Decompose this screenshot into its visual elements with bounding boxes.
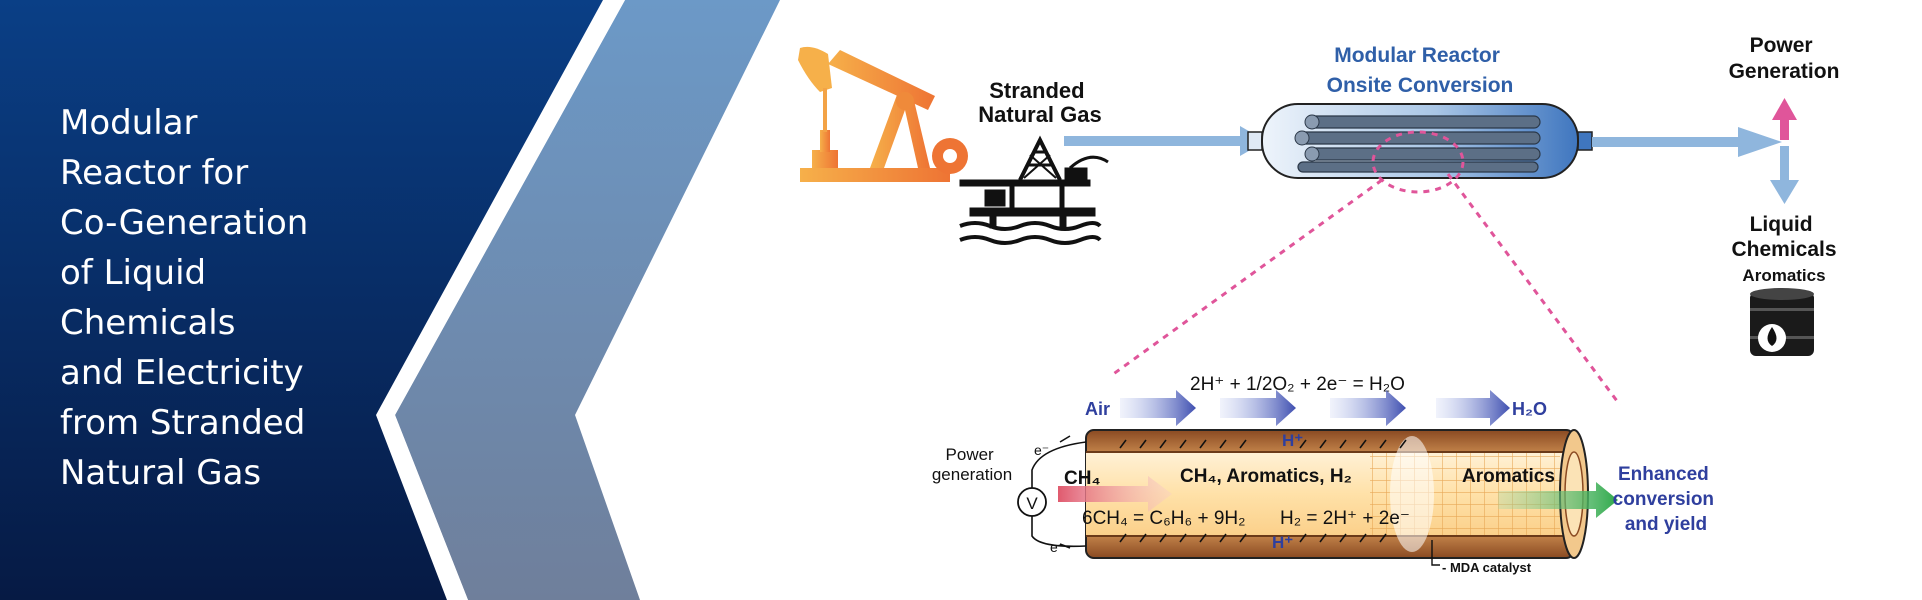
- aromatics-label: Aromatics: [1742, 266, 1825, 285]
- aromatics-out-label: Aromatics: [1462, 466, 1555, 487]
- hydrogen-reaction: H₂ = 2H⁺ + 2e⁻: [1280, 508, 1410, 529]
- title-line: Modular: [60, 103, 198, 143]
- air-flow-arrows: [1120, 390, 1510, 426]
- reactor-tube-cross-section: [1085, 429, 1589, 559]
- catalyst-leader-line: [1431, 540, 1440, 566]
- title-line: from Stranded: [60, 403, 306, 443]
- electrode-reaction: 2H⁺ + 1/2O₂ + 2e⁻ = H₂O: [1190, 374, 1405, 395]
- mda-catalyst-label: - MDA catalyst: [1442, 560, 1532, 575]
- banner-title: Modular Reactor for Co-Generation of Liq…: [60, 98, 380, 498]
- h-plus-top: H⁺: [1282, 431, 1303, 450]
- power-generation-label: Power Generation: [1729, 34, 1840, 83]
- h-plus-bottom: H⁺: [1272, 533, 1293, 552]
- steel-chevron-band: [395, 0, 780, 600]
- title-line: Co-Generation: [60, 203, 309, 243]
- liquid-chemicals-label: Liquid Chemicals: [1731, 213, 1836, 261]
- electron-top-label: e⁻: [1034, 442, 1049, 458]
- voltmeter-symbol: V: [1026, 494, 1038, 513]
- navy-title-panel: [0, 0, 603, 600]
- power-arrow-up: [1772, 98, 1797, 140]
- title-line: of Liquid: [60, 253, 207, 293]
- product-flow-arrow: [1592, 127, 1782, 157]
- h2o-out-label: H₂O: [1512, 399, 1547, 419]
- pumpjack-icon: [798, 46, 968, 182]
- offshore-platform-icon: [959, 135, 1109, 245]
- ch4-inlet-arrow: [1058, 476, 1172, 512]
- electron-bottom-label: e⁻: [1050, 539, 1065, 555]
- voltmeter-icon: [1017, 487, 1047, 517]
- proton-arrows: [1119, 439, 1407, 543]
- title-line: Reactor for: [60, 153, 249, 193]
- title-line: and Electricity: [60, 353, 304, 393]
- modular-reactor-icon: [1247, 103, 1593, 179]
- aromatics-outlet-arrow: [1498, 482, 1618, 518]
- source-label: Stranded Natural Gas: [978, 78, 1102, 127]
- methane-reaction: 6CH₄ = C₆H₆ + 9H₂: [1082, 508, 1246, 529]
- enhanced-conversion-label: Enhanced conversion and yield: [1613, 464, 1720, 535]
- reactor-label: Modular Reactor Onsite Conversion: [1327, 44, 1514, 97]
- oil-drum-icon: [1750, 288, 1814, 356]
- title-line: Natural Gas: [60, 453, 262, 493]
- external-circuit: [1031, 435, 1087, 549]
- liquid-arrow-down: [1770, 146, 1799, 204]
- zoom-callout: [1111, 130, 1622, 406]
- air-label: Air: [1085, 399, 1110, 419]
- ch4-in-label: CH₄: [1064, 468, 1101, 489]
- title-line: Chemicals: [60, 303, 236, 343]
- middle-species-label: CH₄, Aromatics, H₂: [1180, 466, 1352, 487]
- power-generation-detail-label: Power generation: [932, 445, 1012, 484]
- gas-flow-arrow: [1064, 126, 1266, 156]
